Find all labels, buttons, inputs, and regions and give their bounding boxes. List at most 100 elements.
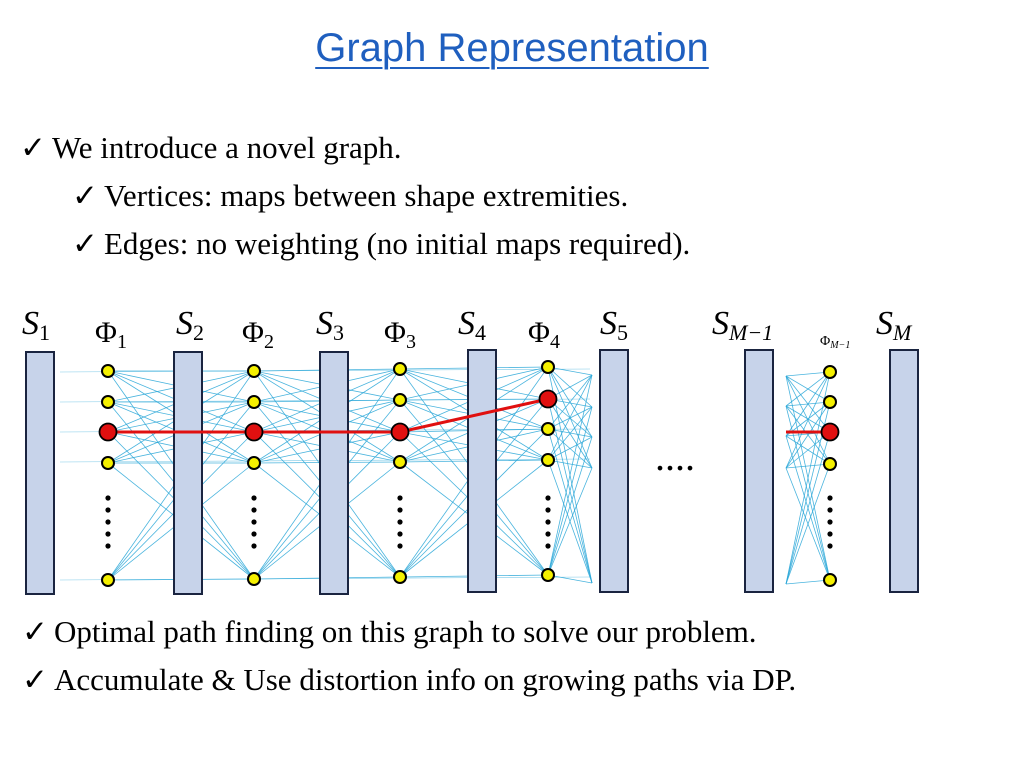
- ellipsis-dot: [545, 519, 551, 525]
- graph-vertex: [247, 456, 261, 470]
- ellipsis-dot: [105, 543, 111, 549]
- ellipsis-dot: [397, 495, 403, 501]
- graph-vertex: [101, 573, 115, 587]
- graph-edge: [547, 406, 593, 576]
- ellipsis-dot: [105, 519, 111, 525]
- checkmark-icon: ✓: [72, 178, 98, 213]
- bullet-text: Vertices: maps between shape extremities…: [103, 178, 629, 213]
- shape-bar: [889, 349, 919, 593]
- map-label-phi4: Φ4: [528, 316, 560, 353]
- ellipsis-dot: [397, 531, 403, 537]
- map-label-phi1: Φ1: [95, 316, 127, 353]
- graph-edge: [547, 436, 593, 461]
- graph-edge: [547, 459, 593, 469]
- shape-label-s1: S1: [22, 305, 50, 345]
- shape-bar: [173, 351, 203, 595]
- graph-vertex: [541, 453, 555, 467]
- ellipsis-dot: [545, 543, 551, 549]
- vertex-layer: [98, 360, 840, 587]
- graph-edge: [785, 579, 831, 585]
- map-label-phim-1: ΦM−1: [820, 334, 850, 351]
- ellipsis-dot: [251, 507, 257, 513]
- shape-label-s2: S2: [176, 305, 204, 345]
- ellipsis-dot: [827, 543, 833, 549]
- ellipsis-dot: [545, 531, 551, 537]
- ellipsis-dot: [397, 519, 403, 525]
- graph-vertex: [541, 568, 555, 582]
- checkmark-icon: ✓: [20, 130, 46, 165]
- graph-vertex: [393, 393, 407, 407]
- graph-edge: [547, 374, 593, 461]
- graph-vertex: [823, 573, 837, 587]
- bullet-dp: ✓Accumulate & Use distortion info on gro…: [22, 662, 796, 698]
- graph-edge: [785, 467, 831, 581]
- shape-bars: [25, 349, 919, 595]
- graph-vertex: [541, 422, 555, 436]
- ellipsis-dot: [545, 495, 551, 501]
- path-vertex: [538, 389, 558, 409]
- shape-label-s3: S3: [316, 305, 344, 345]
- path-vertex: [98, 422, 118, 442]
- ellipsis-dot: [251, 531, 257, 537]
- shape-label-sm: SM: [876, 305, 913, 345]
- shape-bar: [25, 351, 55, 595]
- graph-vertex: [393, 570, 407, 584]
- map-label-phi2: Φ2: [242, 316, 274, 353]
- bullet-text: Edges: no weighting (no initial maps req…: [103, 226, 691, 261]
- graph-edge: [785, 435, 831, 465]
- path-vertex: [390, 422, 410, 442]
- ellipsis-dot: [827, 519, 833, 525]
- ellipsis-dots: [105, 495, 833, 549]
- graph-edge: [547, 374, 593, 430]
- graph-edge: [547, 436, 593, 576]
- map-label-phi3: Φ3: [384, 316, 416, 353]
- ellipsis-dot: [397, 507, 403, 513]
- graph-vertex: [823, 457, 837, 471]
- graph-vertex: [247, 395, 261, 409]
- ellipsis-dot: [251, 543, 257, 549]
- shape-bar: [467, 349, 497, 593]
- ellipsis-text: ....: [655, 434, 695, 479]
- bullet-edges: ✓Edges: no weighting (no initial maps re…: [72, 226, 690, 262]
- bullet-vertices: ✓Vertices: maps between shape extremitie…: [72, 178, 628, 214]
- graph-edge: [785, 375, 831, 465]
- shape-bar: [744, 349, 774, 593]
- graph-vertex: [247, 364, 261, 378]
- checkmark-icon: ✓: [22, 614, 48, 649]
- graph-edge: [785, 375, 831, 403]
- ellipsis-dot: [251, 495, 257, 501]
- ellipsis-dot: [105, 531, 111, 537]
- ellipsis-dot: [827, 507, 833, 513]
- shape-label-s4: S4: [458, 305, 486, 345]
- path-segment: [108, 397, 549, 434]
- graph-vertex: [393, 455, 407, 469]
- graph-edge: [547, 374, 593, 576]
- ellipsis-dot: [251, 519, 257, 525]
- graph-edge: [785, 435, 831, 581]
- graph-edge: [785, 375, 831, 581]
- shape-bar: [319, 351, 349, 595]
- graph-vertex: [393, 362, 407, 376]
- bullet-optimal-path: ✓Optimal path finding on this graph to s…: [22, 614, 757, 650]
- graph-vertex: [101, 456, 115, 470]
- graph-edge: [547, 406, 593, 461]
- bullet-text: Optimal path finding on this graph to so…: [53, 614, 757, 649]
- path-vertex: [244, 422, 264, 442]
- bullet-text: Accumulate & Use distortion info on grow…: [53, 662, 797, 697]
- graph-edge: [547, 467, 593, 576]
- graph-diagram: S1 S2 S3 S4 S5 SM−1 SM Φ1 Φ2 Φ3 Φ4 ΦM−1 …: [22, 305, 919, 595]
- graph-vertex: [823, 395, 837, 409]
- graph-vertex: [541, 360, 555, 374]
- graph-edge: [547, 366, 593, 376]
- ellipsis-dot: [105, 507, 111, 513]
- graph-vertex: [101, 364, 115, 378]
- graph-vertex: [101, 395, 115, 409]
- graph-edge: [785, 463, 831, 469]
- slide-title: Graph Representation: [315, 26, 709, 70]
- ellipsis-dot: [827, 531, 833, 537]
- ellipsis-dot: [545, 507, 551, 513]
- path-vertex: [820, 422, 840, 442]
- graph-edge: [785, 405, 831, 581]
- bullet-novel-graph: ✓We introduce a novel graph.: [20, 130, 402, 166]
- bullet-text: We introduce a novel graph.: [51, 130, 402, 165]
